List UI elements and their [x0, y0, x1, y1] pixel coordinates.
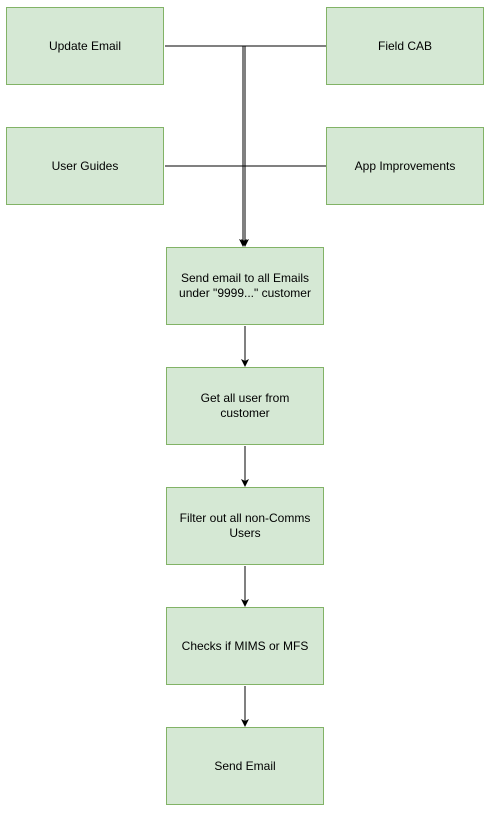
node-label: Send email to all Emails under "9999..."…: [179, 271, 311, 300]
node-update-email[interactable]: Update Email: [6, 7, 164, 85]
node-label: App Improvements: [354, 158, 456, 173]
node-label: Filter out all non-Comms Users: [179, 511, 311, 540]
node-send-email[interactable]: Send Email: [166, 727, 324, 805]
node-get-all-users[interactable]: Get all user from customer: [166, 367, 324, 445]
node-send-email-all[interactable]: Send email to all Emails under "9999..."…: [166, 247, 324, 325]
node-label: Field CAB: [377, 38, 433, 53]
node-checks-mims-mfs[interactable]: Checks if MIMS or MFS: [166, 607, 324, 685]
node-label: Send Email: [214, 758, 276, 773]
node-field-cab[interactable]: Field CAB: [326, 7, 484, 85]
node-filter-non-comms[interactable]: Filter out all non-Comms Users: [166, 487, 324, 565]
node-label: Get all user from customer: [200, 391, 290, 420]
node-app-improvements[interactable]: App Improvements: [326, 127, 484, 205]
node-label: Checks if MIMS or MFS: [181, 638, 309, 653]
node-label: Update Email: [48, 38, 122, 53]
node-user-guides[interactable]: User Guides: [6, 127, 164, 205]
node-label: User Guides: [51, 158, 119, 173]
